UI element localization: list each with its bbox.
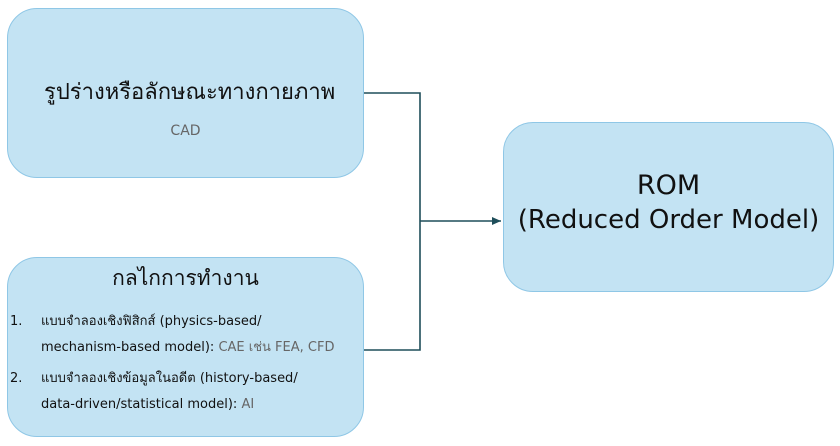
rom-box: ROM (Reduced Order Model): [503, 122, 834, 292]
list-item-line-2: data-driven/statistical model): AI: [10, 392, 370, 418]
list-item-line-1: 1. แบบจำลองเชิงฟิสิกส์ (physics-based/: [10, 309, 370, 335]
connector-from-mechanism: [364, 221, 421, 351]
list-item: 2. แบบจำลองเชิงข้อมูลในอดีต (history-base…: [10, 366, 370, 418]
list-item-text: แบบจำลองเชิงฟิสิกส์ (physics-based/: [41, 314, 262, 329]
list-item-line-2: mechanism-based model): CAE เช่น FEA, CF…: [10, 335, 370, 361]
list-item-number: 2.: [10, 371, 23, 386]
mechanism-box-title: กลไกการทำงาน: [112, 266, 259, 290]
list-item-line-1: 2. แบบจำลองเชิงข้อมูลในอดีต (history-base…: [10, 366, 370, 392]
mechanism-box: กลไกการทำงาน 1. แบบจำลองเชิงฟิสิกส์ (phys…: [7, 257, 364, 437]
physical-box-title: รูปร่างหรือลักษณะทางกายภาพ: [44, 80, 336, 105]
rom-box-subtitle: (Reduced Order Model): [517, 205, 820, 235]
list-item-number: 1.: [10, 314, 23, 329]
list-item: 1. แบบจำลองเชิงฟิสิกส์ (physics-based/ me…: [10, 309, 370, 361]
list-item-text: data-driven/statistical model):: [41, 397, 242, 412]
list-item-text: mechanism-based model):: [41, 340, 219, 355]
physical-box-subtitle: CAD: [170, 123, 201, 139]
list-item-text: แบบจำลองเชิงข้อมูลในอดีต (history-based/: [41, 371, 298, 386]
rom-box-title: ROM: [636, 170, 701, 201]
list-item-tools: CAE เช่น FEA, CFD: [218, 340, 335, 355]
physical-characteristics-box: รูปร่างหรือลักษณะทางกายภาพ CAD: [7, 8, 364, 178]
connector-from-physical: [364, 92, 421, 221]
list-item-tools: AI: [241, 397, 255, 412]
